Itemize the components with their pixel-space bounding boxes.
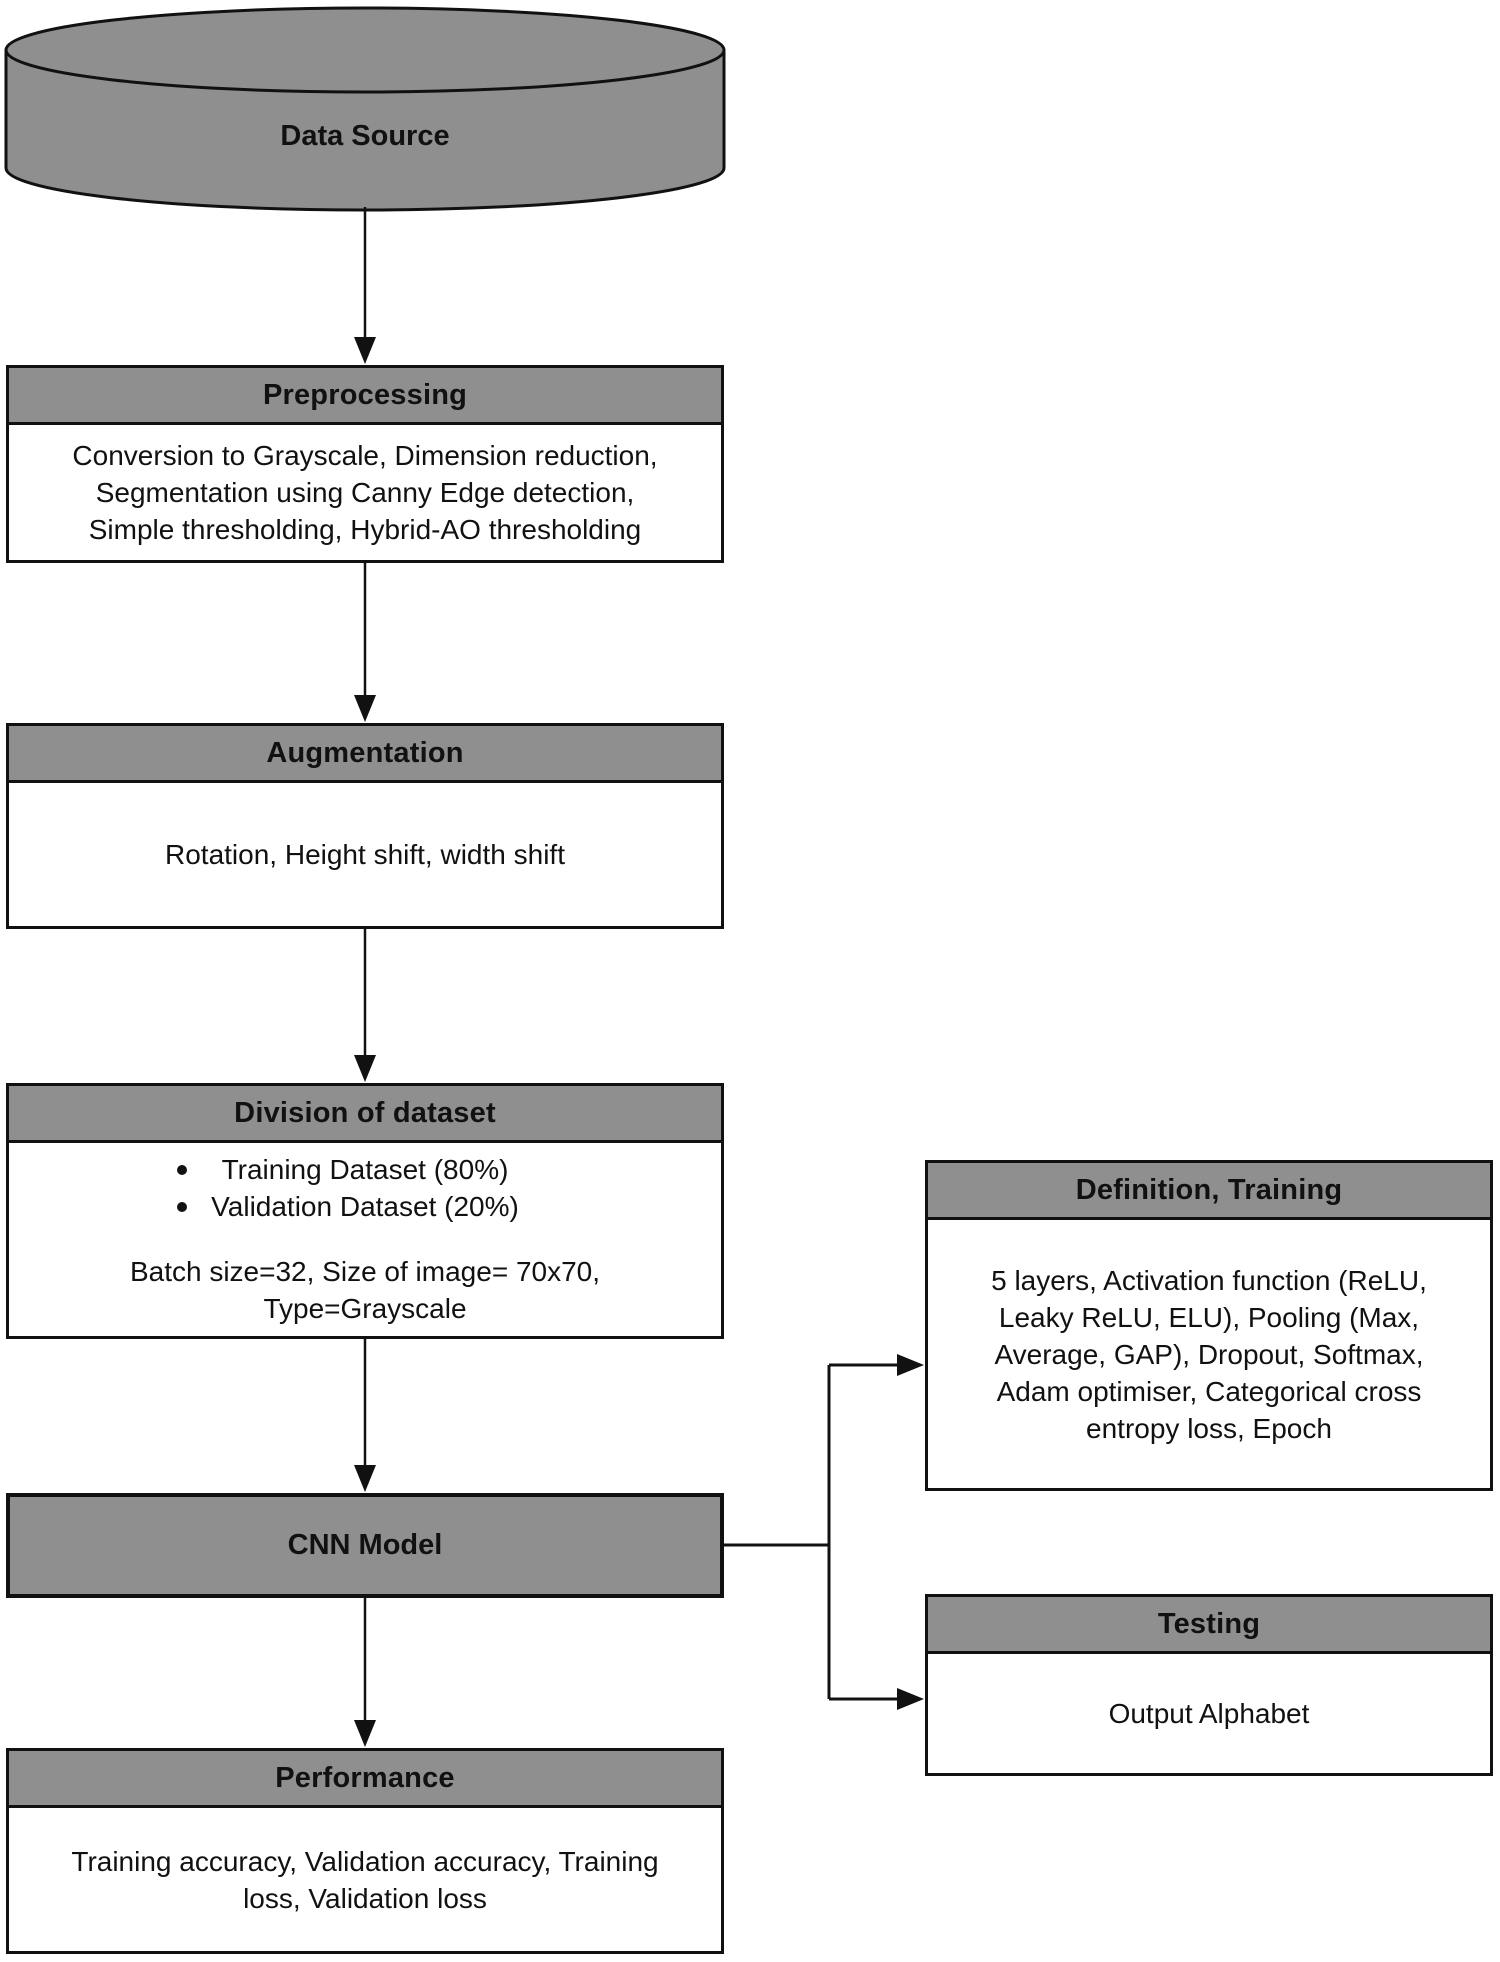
arrow-augmentation-to-division [354, 929, 376, 1082]
preprocessing-title: Preprocessing [9, 368, 721, 425]
node-performance: Performance Training accuracy, Validatio… [6, 1748, 724, 1954]
node-preprocessing: Preprocessing Conversion to Grayscale, D… [6, 365, 724, 563]
database-cylinder-shape [4, 6, 726, 212]
arrowhead-to-testing [897, 1688, 924, 1710]
arrow-cnn-to-performance [354, 1598, 376, 1747]
arrowhead-to-definition-training [897, 1354, 924, 1376]
node-definition-training: Definition, Training 5 layers, Activatio… [925, 1160, 1493, 1491]
cnn-model-title: CNN Model [287, 1529, 443, 1561]
division-of-dataset-note: Batch size=32, Size of image= 70x70, Typ… [129, 1256, 601, 1324]
node-division-of-dataset: Division of dataset Training Dataset (80… [6, 1083, 724, 1339]
node-testing: Testing Output Alphabet [925, 1594, 1493, 1776]
bullet-item: Training Dataset (80%) [9, 1151, 721, 1188]
bullet-icon [177, 1165, 187, 1175]
preprocessing-body: Conversion to Grayscale, Dimension reduc… [72, 440, 658, 545]
node-augmentation: Augmentation Rotation, Height shift, wid… [6, 723, 724, 929]
data-source-label: Data Source [280, 120, 450, 152]
performance-body: Training accuracy, Validation accuracy, … [71, 1845, 659, 1914]
bullet-item: Validation Dataset (20%) [9, 1188, 721, 1225]
testing-body: Output Alphabet [1108, 1698, 1310, 1729]
division-of-dataset-title: Division of dataset [9, 1086, 721, 1143]
bullet-icon [177, 1202, 187, 1212]
node-cnn-model: CNN Model [6, 1493, 724, 1598]
augmentation-title: Augmentation [9, 726, 721, 783]
bullet-label: Validation Dataset (20%) [211, 1191, 519, 1222]
augmentation-body: Rotation, Height shift, width shift [165, 839, 565, 870]
division-of-dataset-body: Training Dataset (80%) Validation Datase… [9, 1143, 721, 1336]
definition-training-body: 5 layers, Activation function (ReLU, Lea… [991, 1264, 1427, 1444]
cnn-branch-connector [724, 1363, 898, 1701]
arrow-data-source-to-preprocessing [354, 207, 376, 364]
performance-title: Performance [9, 1751, 721, 1808]
arrow-division-to-cnn [354, 1339, 376, 1492]
arrow-preprocessing-to-augmentation [354, 563, 376, 722]
bullet-label: Training Dataset (80%) [221, 1154, 509, 1185]
testing-title: Testing [928, 1597, 1490, 1654]
definition-training-title: Definition, Training [928, 1163, 1490, 1220]
